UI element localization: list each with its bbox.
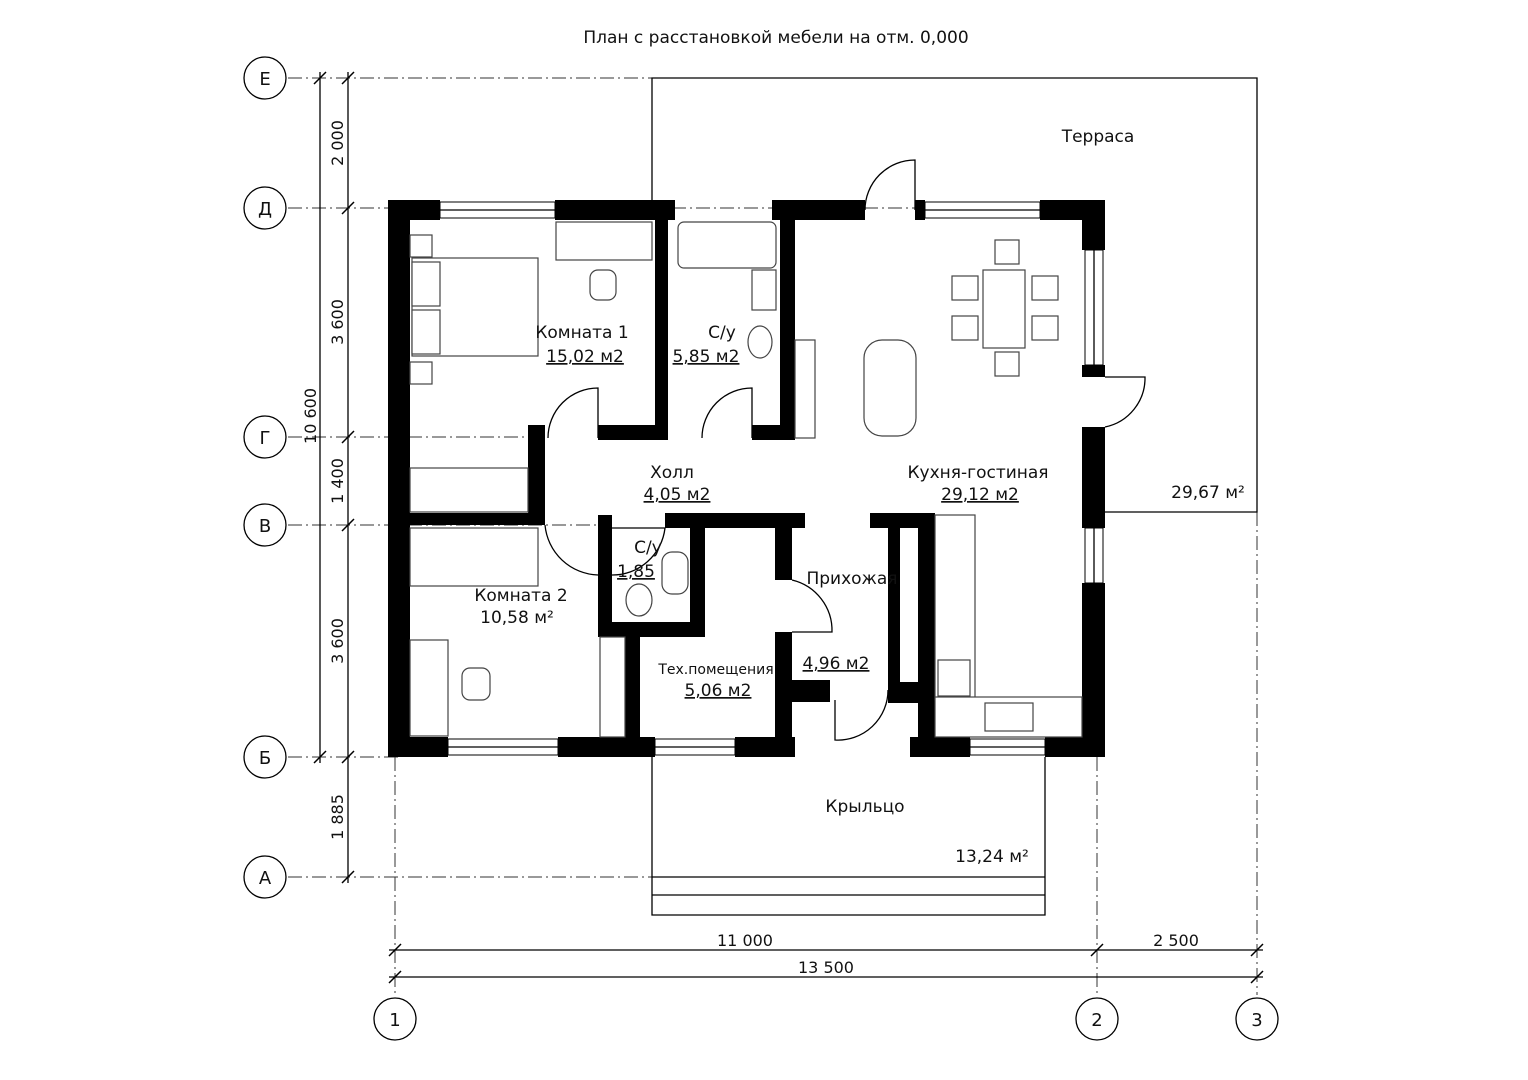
svg-text:4,96 м2: 4,96 м2 [803,654,870,674]
axis-marker-v: В [243,503,287,547]
walls [388,200,1105,757]
axis-marker-d: Д [243,186,287,230]
bathtub-icon [677,221,777,269]
svg-text:3 600: 3 600 [328,299,347,345]
svg-text:2 500: 2 500 [1153,931,1199,950]
chair [589,269,617,301]
dining-table [982,269,1026,349]
bed-single [409,527,539,587]
room-porch: Крыльцо 13,24 м² [825,797,1028,867]
axis-marker-e: Е [243,56,287,100]
room-terrace: Терраса 29,67 м² [1061,127,1245,503]
plan-title: План с расстановкой мебели на отм. 0,000 [583,28,968,48]
svg-text:Д: Д [258,199,272,220]
svg-text:С/у: С/у [708,323,736,343]
svg-text:1 400: 1 400 [328,458,347,504]
svg-text:А: А [259,868,272,889]
room-komnata-1: Комната 1 15,02 м2 [535,323,628,367]
room-bathroom-1: С/у 5,85 м2 [673,323,740,367]
svg-text:4,05 м2: 4,05 м2 [644,485,711,505]
svg-text:2: 2 [1091,1010,1102,1031]
row-axis-markers: Е Д Г В Б А [243,56,287,899]
sink-icon [751,269,777,311]
axis-marker-3: 3 [1235,997,1279,1041]
toilet-icon-2 [625,583,653,617]
svg-text:3: 3 [1251,1010,1262,1031]
vertical-dimensions: 2 000 3 600 10 600 1 400 3 600 1 885 [301,71,355,884]
stove-icon [937,659,971,697]
svg-text:13 500: 13 500 [798,958,854,977]
furniture [409,221,1083,738]
svg-text:Тех.помещения: Тех.помещения [657,662,773,678]
svg-text:Комната 1: Комната 1 [535,323,628,343]
sofa [863,339,917,437]
axis-marker-1: 1 [373,997,417,1041]
doors [544,159,1146,741]
axis-marker-a: А [243,855,287,899]
svg-text:Кухня-гостиная: Кухня-гостиная [907,463,1048,483]
terrace-outline [651,77,1258,513]
svg-text:Прихожая: Прихожая [806,569,897,589]
svg-text:Б: Б [259,748,271,769]
svg-text:Е: Е [259,69,270,90]
desk-2 [409,639,449,737]
axis-marker-g: Г [243,415,287,459]
svg-text:10 600: 10 600 [301,388,320,444]
axis-marker-b: Б [243,735,287,779]
toilet-icon [747,325,773,359]
kitchen-sink-icon [984,702,1034,732]
svg-text:15,02 м2: 15,02 м2 [546,347,624,367]
svg-text:1,85: 1,85 [617,562,655,582]
svg-text:13,24 м²: 13,24 м² [955,847,1029,867]
svg-text:3 600: 3 600 [328,618,347,664]
svg-text:10,58 м²: 10,58 м² [480,608,554,628]
svg-text:11 000: 11 000 [717,931,773,950]
svg-text:Холл: Холл [650,463,694,483]
horizontal-dimensions: 11 000 2 500 13 500 [388,931,1264,984]
svg-text:29,67 м²: 29,67 м² [1171,483,1245,503]
room-tech: Тех.помещения 5,06 м2 [657,662,773,701]
column-axis-markers: 1 2 3 [373,997,1279,1041]
desk [555,221,653,261]
svg-text:Комната 2: Комната 2 [474,586,567,606]
room-komnata-2: Комната 210,58 м² [474,586,567,628]
svg-text:1: 1 [389,1010,400,1031]
svg-text:С/у: С/у [634,538,662,558]
sink-icon-2 [661,551,689,595]
room-hallway: Прихожая 4,96 м2 [803,569,898,674]
svg-text:5,06 м2: 5,06 м2 [685,681,752,701]
svg-text:Крыльцо: Крыльцо [825,797,904,817]
svg-text:В: В [259,516,271,537]
porch-outline [651,757,1046,916]
svg-text:1 885: 1 885 [328,794,347,840]
svg-text:29,12 м2: 29,12 м2 [941,485,1019,505]
svg-text:Г: Г [260,428,271,449]
svg-text:Терраса: Терраса [1061,127,1135,147]
svg-text:5,85 м2: 5,85 м2 [673,347,740,367]
room-bathroom-2: С/у 1,85 [617,538,662,582]
axis-marker-2: 2 [1075,997,1119,1041]
svg-text:2 000: 2 000 [328,120,347,166]
